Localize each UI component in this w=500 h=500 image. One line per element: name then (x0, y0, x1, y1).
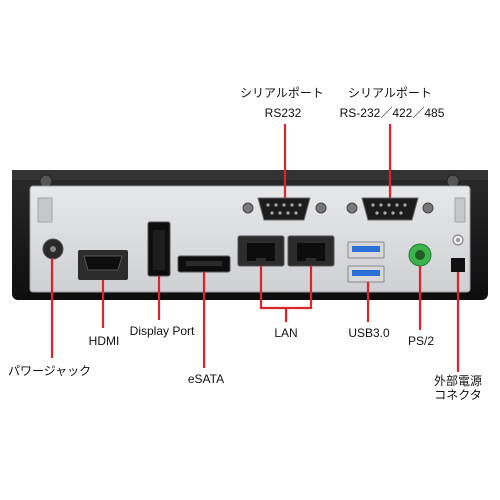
external-power-label-line2: コネクタ (434, 388, 482, 402)
serial-rs232-title: シリアルポート (240, 86, 324, 100)
serial-port-rs232 (242, 197, 327, 221)
serial-port-rs232-422-485 (346, 197, 434, 221)
lan-port (287, 235, 335, 267)
lan-port (237, 235, 285, 267)
callout-lines (50, 124, 460, 372)
hdmi-label: HDMI (88, 334, 120, 348)
display-port-port (147, 221, 171, 277)
esata-label: eSATA (187, 372, 225, 386)
ps2-port (408, 243, 432, 267)
ps2-label: PS/2 (407, 334, 435, 348)
serial-multi-subtitle: RS-232／422／485 (339, 106, 445, 120)
usb3-port (347, 241, 385, 259)
serial-rs232-subtitle: RS232 (264, 106, 302, 120)
screw-icon (39, 174, 53, 188)
usb3-label: USB3.0 (348, 326, 390, 340)
hdmi-port (78, 250, 128, 280)
serial-multi-title: シリアルポート (348, 86, 432, 100)
power-jack-label: パワージャック (8, 364, 92, 378)
external-power-connector (451, 234, 465, 272)
screw-icon (446, 174, 460, 188)
usb3-port (347, 265, 385, 283)
lan-label: LAN (274, 326, 298, 340)
external-power-label-line1: 外部電源 (433, 374, 483, 388)
esata-port (177, 255, 231, 273)
power-jack-port (42, 238, 64, 260)
display-port-label: Display Port (129, 324, 195, 338)
